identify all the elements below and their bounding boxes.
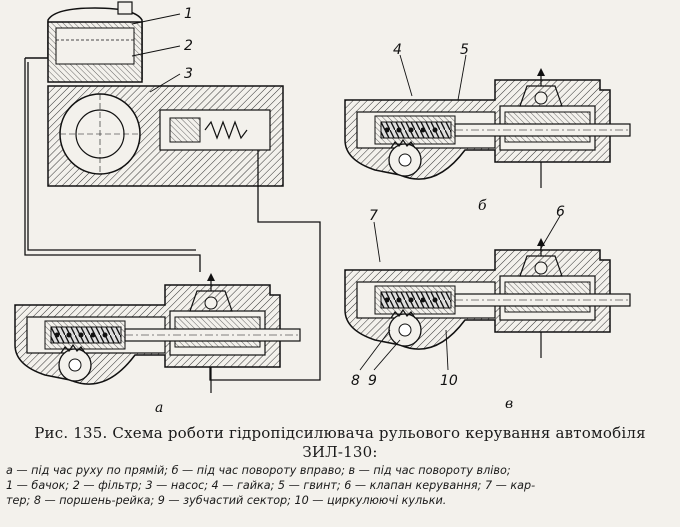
unit-c xyxy=(344,237,631,359)
figure-caption-title: Рис. 135. Схема роботи гідропідсилювача … xyxy=(0,424,680,462)
hydraulic-lines xyxy=(24,58,321,381)
callout-6: 6 xyxy=(556,204,565,220)
view-label-a: а xyxy=(155,400,163,416)
caption-title-line1: Рис. 135. Схема роботи гідропідсилювача … xyxy=(34,424,646,442)
steering-diagram: 1 2 3 4 5 6 7 8 9 10 а б в xyxy=(14,1,631,416)
callout-8: 8 xyxy=(351,373,360,389)
view-label-c: в xyxy=(505,396,513,412)
callout-2: 2 xyxy=(184,38,193,54)
caption-legend-line3: тер; 8 — поршень-рейка; 9 — зубчастий се… xyxy=(6,494,447,507)
figure-caption-legend: а — під час руху по прямій; б — під час … xyxy=(6,463,678,508)
caption-title-line2: ЗИЛ-130: xyxy=(302,443,378,461)
callout-7: 7 xyxy=(369,208,378,224)
callout-1: 1 xyxy=(184,6,193,22)
unit-b xyxy=(344,67,631,189)
caption-legend-line2: 1 — бачок; 2 — фільтр; 3 — насос; 4 — га… xyxy=(6,479,536,492)
callout-3: 3 xyxy=(184,66,193,82)
callout-9: 9 xyxy=(368,373,377,389)
unit-a xyxy=(14,272,301,394)
pump-assembly xyxy=(25,1,284,187)
caption-legend-line1: а — під час руху по прямій; б — під час … xyxy=(6,464,511,477)
callout-5: 5 xyxy=(460,42,469,58)
callout-4: 4 xyxy=(393,42,402,58)
callout-10: 10 xyxy=(440,373,458,389)
view-label-b: б xyxy=(478,198,487,214)
